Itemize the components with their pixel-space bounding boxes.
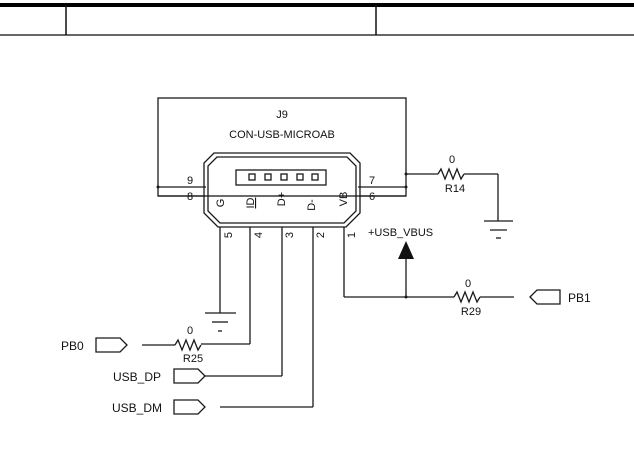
usb-contact-block bbox=[235, 169, 327, 186]
port-flag bbox=[173, 399, 206, 415]
resistor-zigzag bbox=[174, 338, 202, 352]
port-label: PB1 bbox=[568, 291, 591, 305]
resistor-r29[interactable]: 0 R29 bbox=[453, 278, 481, 318]
resistor-r25[interactable]: 0 R25 bbox=[174, 325, 203, 365]
usb-contact bbox=[248, 173, 256, 181]
port-pb0[interactable]: PB0 bbox=[61, 337, 128, 353]
power-label: +USB_VBUS bbox=[368, 227, 433, 239]
resistor-zigzag bbox=[453, 290, 481, 304]
port-label: USB_DP bbox=[113, 370, 161, 384]
connector-j9[interactable]: J9 CON-USB-MICROAB G ID D+ D- VB bbox=[157, 97, 407, 228]
pin-number-6: 6 bbox=[369, 191, 375, 203]
port-usb-dm[interactable]: USB_DM bbox=[112, 399, 206, 415]
connector-ref: J9 bbox=[276, 109, 288, 121]
port-flag bbox=[529, 289, 561, 305]
signal-label-vb: VB bbox=[338, 192, 350, 207]
usb-contact bbox=[264, 173, 272, 181]
pin-number-9: 9 bbox=[187, 175, 193, 187]
port-usb-dp[interactable]: USB_DP bbox=[113, 368, 206, 384]
port-flag bbox=[173, 368, 206, 384]
pin-number-8: 8 bbox=[187, 191, 193, 203]
resistor-zigzag bbox=[437, 167, 465, 181]
resistor-r14[interactable]: 0 R14 bbox=[404, 154, 499, 195]
connector-outline bbox=[157, 97, 407, 197]
pin-number-2: 2 bbox=[315, 232, 327, 238]
port-flag bbox=[95, 337, 128, 353]
junction-dot bbox=[156, 185, 160, 189]
pin-number-4: 4 bbox=[253, 232, 265, 238]
usb-contacts bbox=[248, 173, 319, 181]
signal-label-g: G bbox=[215, 199, 227, 208]
ground-symbol bbox=[484, 174, 513, 239]
usb-contact bbox=[280, 173, 288, 181]
pin-number-5: 5 bbox=[223, 232, 235, 238]
title-block bbox=[0, 3, 634, 36]
resistor-value: 0 bbox=[187, 325, 193, 337]
resistor-value: 0 bbox=[465, 278, 471, 290]
ground-symbol bbox=[205, 312, 236, 332]
signal-label-dplus: D+ bbox=[276, 192, 288, 206]
power-arrow-icon bbox=[398, 241, 414, 259]
power-vbus: +USB_VBUS bbox=[368, 227, 433, 299]
signal-label-id: ID bbox=[245, 197, 257, 208]
usb-receptacle-outer bbox=[203, 152, 361, 228]
port-label: USB_DM bbox=[112, 401, 162, 415]
port-pb1[interactable]: PB1 bbox=[529, 289, 591, 305]
resistor-value: 0 bbox=[449, 154, 455, 166]
usb-contact bbox=[311, 173, 319, 181]
connector-part: CON-USB-MICROAB bbox=[229, 129, 335, 141]
usb-receptacle-inner bbox=[207, 156, 357, 224]
usb-contact bbox=[296, 173, 304, 181]
pin-number-7: 7 bbox=[369, 175, 375, 187]
resistor-ref: R25 bbox=[183, 353, 203, 365]
junction-dot bbox=[404, 185, 408, 189]
pin-number-1: 1 bbox=[346, 232, 358, 238]
resistor-ref: R14 bbox=[445, 183, 465, 195]
pin-number-3: 3 bbox=[284, 232, 296, 238]
port-label: PB0 bbox=[61, 339, 84, 353]
resistor-ref: R29 bbox=[461, 306, 481, 318]
signal-label-dminus: D- bbox=[306, 199, 318, 211]
